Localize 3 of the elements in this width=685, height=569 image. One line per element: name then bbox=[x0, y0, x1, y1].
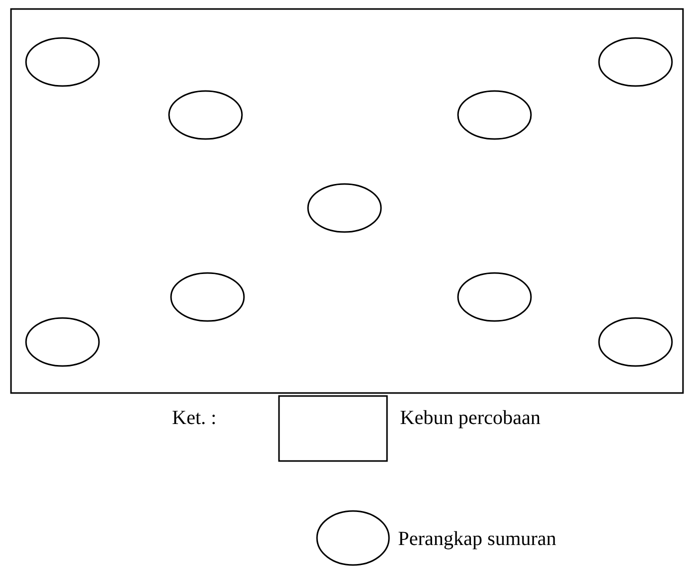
legend-heading: Ket. : bbox=[172, 406, 216, 430]
legend-label: Perangkap sumuran bbox=[398, 527, 556, 551]
legend-label: Kebun percobaan bbox=[400, 406, 540, 430]
